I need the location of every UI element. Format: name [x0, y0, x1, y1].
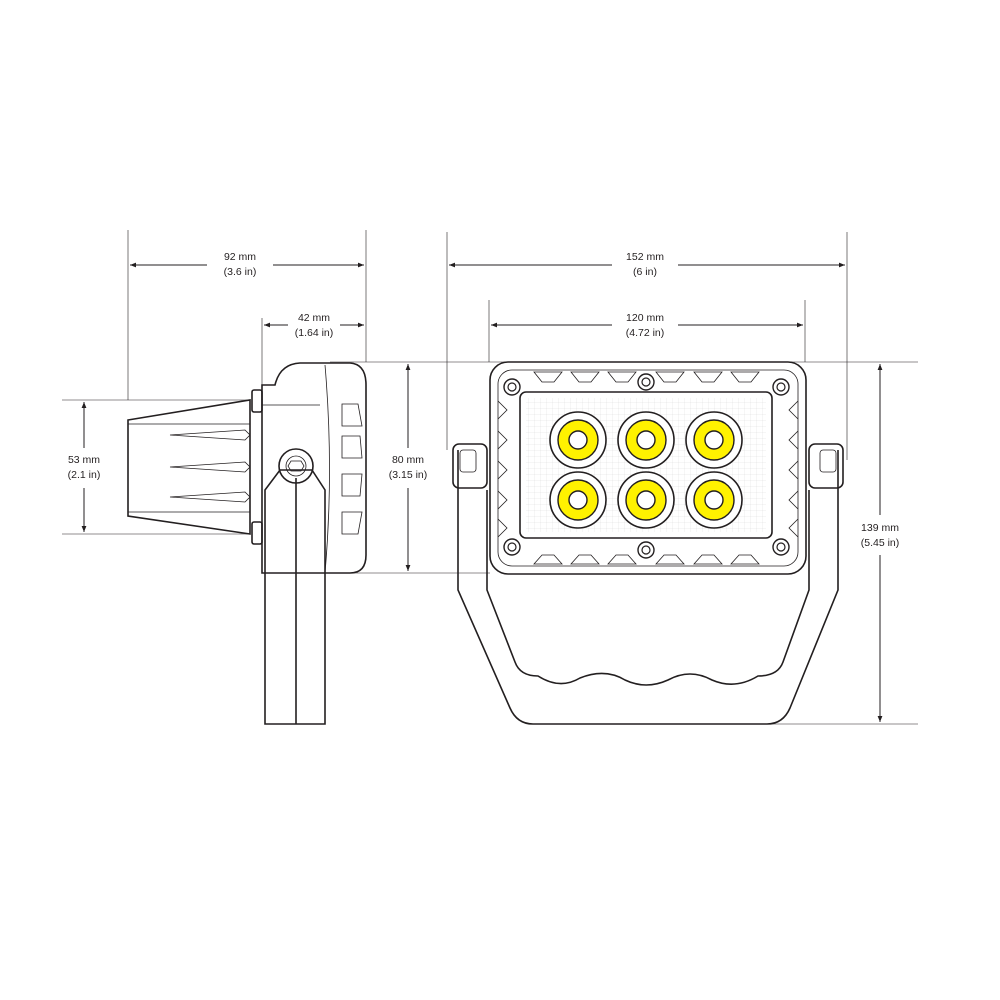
- led: [549, 411, 607, 469]
- heatsink-fins: [169, 429, 251, 503]
- front-view: [452, 361, 844, 725]
- led-array: [549, 411, 743, 529]
- label-42mm: 42 mm: [298, 312, 330, 324]
- label-3-15in: (3.15 in): [389, 469, 428, 481]
- label-120mm: 120 mm: [626, 312, 664, 324]
- screw: [637, 541, 655, 559]
- screw: [772, 538, 790, 556]
- screw: [772, 378, 790, 396]
- screw: [637, 373, 655, 391]
- label-80mm: 80 mm: [392, 454, 424, 466]
- housing-teeth: [497, 371, 799, 565]
- side-view: [127, 362, 367, 725]
- left-bracket: [452, 443, 488, 489]
- screw: [503, 378, 521, 396]
- led: [549, 471, 607, 529]
- knob: [278, 448, 314, 484]
- label-2-1in: (2.1 in): [68, 469, 101, 481]
- housing-side: [261, 362, 367, 574]
- side-cooling-slots: [341, 403, 363, 535]
- label-3-6in: (3.6 in): [224, 266, 257, 278]
- label-53mm: 53 mm: [68, 454, 100, 466]
- right-bracket: [808, 443, 844, 489]
- led: [685, 471, 743, 529]
- lens: [519, 391, 773, 539]
- dimension-lines: [81, 262, 883, 722]
- screw: [503, 538, 521, 556]
- label-5-45in: (5.45 in): [861, 537, 900, 549]
- label-152mm: 152 mm: [626, 251, 664, 263]
- label-6in: (6 in): [633, 266, 657, 278]
- label-92mm: 92 mm: [224, 251, 256, 263]
- led: [617, 411, 675, 469]
- label-4-72in: (4.72 in): [626, 327, 665, 339]
- handle-grip: [486, 490, 810, 686]
- led: [685, 411, 743, 469]
- screws: [503, 373, 790, 559]
- label-1-64in: (1.64 in): [295, 327, 334, 339]
- handle-outer: [457, 450, 839, 725]
- housing-front: [489, 361, 807, 575]
- led: [617, 471, 675, 529]
- mount-bracket-side: [264, 469, 326, 725]
- dimension-labels: 92 mm (3.6 in) 42 mm (1.64 in) 53 mm (2.…: [68, 251, 900, 549]
- heatsink: [127, 399, 251, 535]
- label-139mm: 139 mm: [861, 522, 899, 534]
